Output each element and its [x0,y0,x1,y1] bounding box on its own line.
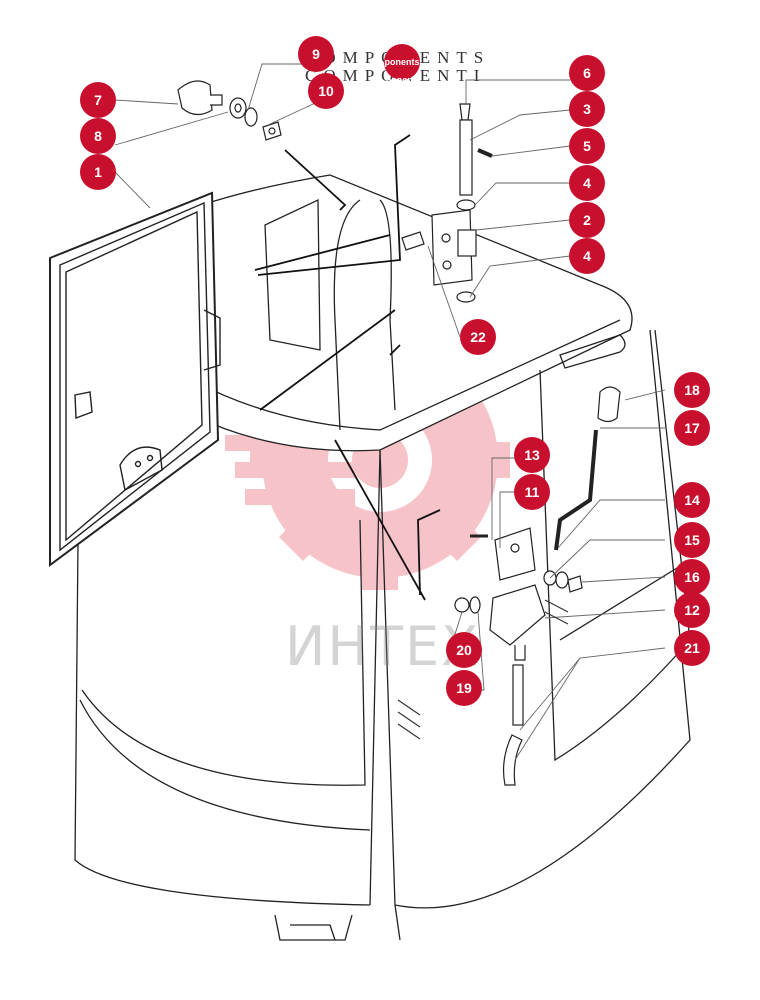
callout-12[interactable]: 12 [674,592,710,628]
callout-2[interactable]: 2 [569,202,605,238]
callout-9[interactable]: 9 [298,36,334,72]
callout-18[interactable]: 18 [674,372,710,408]
callout-16[interactable]: 16 [674,559,710,595]
callout-21[interactable]: 21 [674,630,710,666]
lever-assembly [454,386,621,614]
rubber-stop-assembly [177,80,282,141]
hinge-assembly [401,103,493,303]
callout-20[interactable]: 20 [446,632,482,668]
callout-15[interactable]: 15 [674,522,710,558]
callout-22[interactable]: 22 [460,319,496,355]
callout-14[interactable]: 14 [674,482,710,518]
door-frame [49,191,221,567]
callout-7[interactable]: 7 [80,82,116,118]
callout-8[interactable]: 8 [80,118,116,154]
watermark-text: ИНТЕХ [285,615,481,678]
latch-assembly [470,527,546,786]
callout-header-overlay: ponents [384,44,420,80]
callout-19[interactable]: 19 [446,670,482,706]
callout-3[interactable]: 3 [569,91,605,127]
vent-slots [397,599,569,740]
reference-lines [254,134,441,601]
callout-5[interactable]: 5 [569,128,605,164]
callout-header-overlay-2: ponenti [385,75,419,85]
callout-4-top[interactable]: 4 [569,165,605,201]
callout-11[interactable]: 11 [514,474,550,510]
callout-17[interactable]: 17 [674,410,710,446]
callout-10[interactable]: 10 [308,73,344,109]
callout-6[interactable]: 6 [569,55,605,91]
callout-1[interactable]: 1 [80,154,116,190]
callout-4-bottom[interactable]: 4 [569,238,605,274]
cab-body [74,174,691,941]
callout-13[interactable]: 13 [514,437,550,473]
